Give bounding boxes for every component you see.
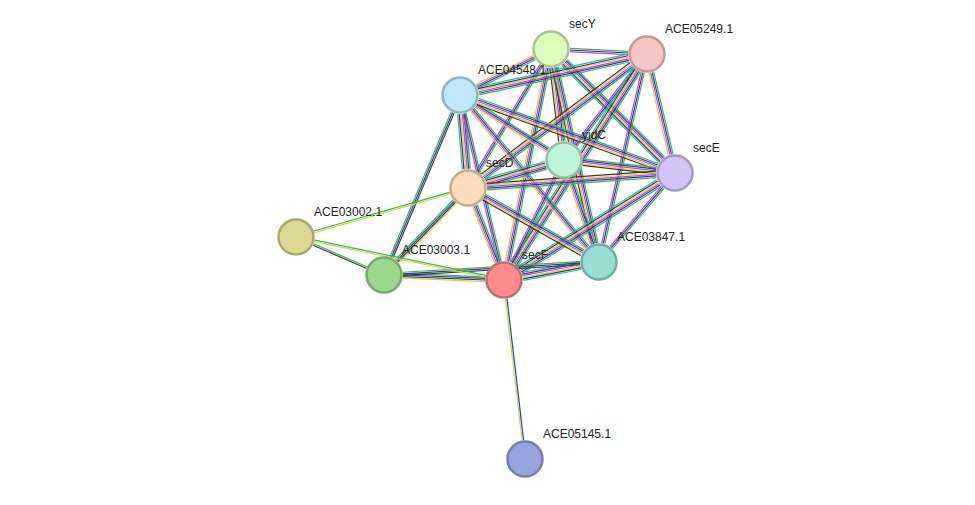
protein-node: yidC bbox=[545, 141, 583, 179]
protein-label: yidC bbox=[582, 128, 606, 142]
interaction-edge bbox=[473, 205, 500, 263]
evidence-line bbox=[486, 195, 584, 250]
evidence-line bbox=[483, 200, 581, 255]
protein-label: ACE05145.1 bbox=[543, 427, 611, 441]
interaction-edge bbox=[313, 244, 367, 268]
evidence-line bbox=[654, 72, 673, 154]
evidence-line bbox=[458, 114, 463, 169]
protein-label: secY bbox=[569, 17, 596, 31]
node-circle bbox=[506, 440, 544, 478]
evidence-line bbox=[474, 206, 496, 263]
node-disc bbox=[582, 245, 617, 280]
protein-label: ACE03847.1 bbox=[617, 230, 685, 244]
node-disc bbox=[451, 171, 486, 206]
evidence-line bbox=[314, 194, 449, 233]
node-disc bbox=[534, 32, 569, 67]
protein-label: ACE03003.1 bbox=[402, 243, 470, 257]
evidence-line bbox=[393, 113, 454, 258]
evidence-line bbox=[507, 299, 524, 440]
evidence-line bbox=[313, 245, 366, 268]
evidence-line bbox=[485, 197, 583, 252]
protein-node: secF bbox=[485, 261, 523, 299]
node-circle bbox=[532, 30, 570, 68]
node-circle bbox=[580, 243, 618, 281]
protein-label: secE bbox=[693, 141, 720, 155]
evidence-line bbox=[505, 299, 522, 440]
evidence-line bbox=[583, 164, 656, 173]
evidence-line bbox=[570, 52, 628, 55]
protein-node: ACE05249.1 bbox=[628, 35, 666, 73]
evidence-line bbox=[485, 196, 583, 251]
protein-label: ACE05249.1 bbox=[665, 22, 733, 36]
evidence-line bbox=[484, 199, 582, 254]
protein-label: ACE04548.1 bbox=[478, 63, 546, 77]
evidence-line bbox=[582, 165, 655, 174]
protein-node: secE bbox=[656, 154, 694, 192]
evidence-line bbox=[403, 278, 485, 281]
node-circle bbox=[545, 141, 583, 179]
node-disc bbox=[279, 220, 314, 255]
node-circle bbox=[656, 154, 694, 192]
interaction-edge bbox=[570, 48, 628, 54]
evidence-line bbox=[390, 112, 451, 257]
protein-node: ACE03003.1 bbox=[365, 256, 403, 294]
node-disc bbox=[508, 442, 543, 477]
node-circle bbox=[365, 256, 403, 294]
evidence-line bbox=[651, 73, 670, 155]
protein-label: secF bbox=[522, 248, 548, 262]
evidence-line bbox=[484, 67, 633, 178]
node-circle bbox=[441, 76, 479, 114]
evidence-line bbox=[523, 268, 581, 279]
node-disc bbox=[547, 143, 582, 178]
evidence-line bbox=[314, 244, 367, 267]
protein-node: ACE03847.1 bbox=[580, 243, 618, 281]
interaction-edge bbox=[649, 72, 673, 155]
node-circle bbox=[485, 261, 523, 299]
protein-node: ACE03002.1 bbox=[277, 218, 315, 256]
node-disc bbox=[487, 263, 522, 298]
evidence-line bbox=[577, 70, 637, 146]
evidence-line bbox=[391, 113, 452, 258]
protein-node: ACE05145.1 bbox=[506, 440, 544, 478]
interaction-edge bbox=[505, 299, 523, 440]
protein-label: ACE03002.1 bbox=[314, 205, 382, 219]
protein-node: ACE04548.1 bbox=[441, 76, 479, 114]
evidence-line bbox=[649, 73, 668, 155]
evidence-line bbox=[476, 205, 498, 262]
node-circle bbox=[628, 35, 666, 73]
node-circle bbox=[277, 218, 315, 256]
node-disc bbox=[443, 78, 478, 113]
evidence-line bbox=[652, 72, 671, 154]
interaction-edge bbox=[314, 192, 450, 232]
node-disc bbox=[367, 258, 402, 293]
node-disc bbox=[658, 156, 693, 191]
node-circle bbox=[449, 169, 487, 207]
evidence-line bbox=[477, 205, 499, 262]
evidence-line bbox=[523, 269, 581, 280]
protein-label: secD bbox=[486, 156, 513, 170]
node-disc bbox=[630, 37, 665, 72]
evidence-line bbox=[314, 192, 449, 231]
protein-node: secD bbox=[449, 169, 487, 207]
evidence-line bbox=[473, 207, 495, 264]
protein-node: secY bbox=[532, 30, 570, 68]
interaction-edge bbox=[483, 195, 584, 256]
